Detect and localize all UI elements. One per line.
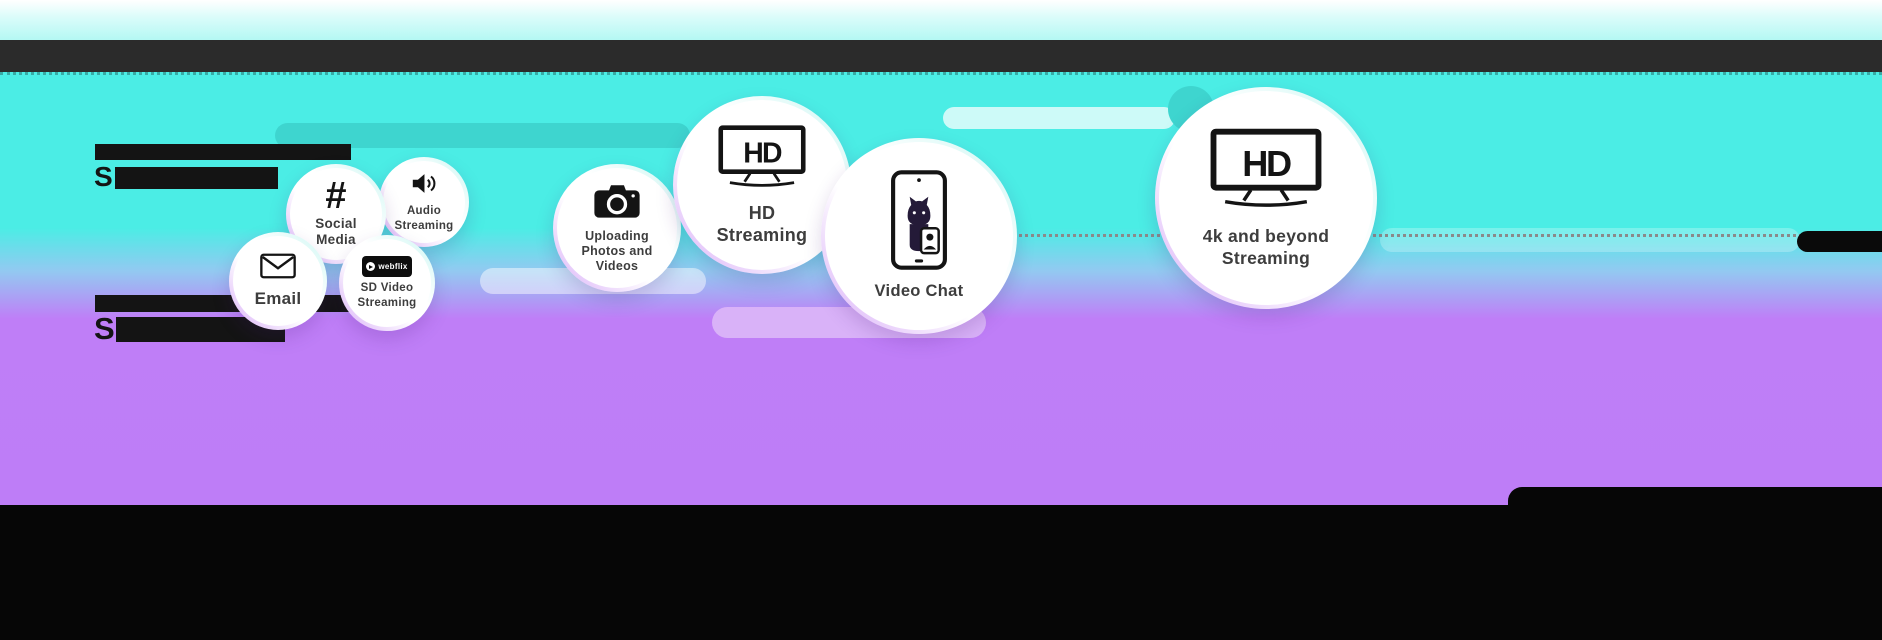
teal-streak-pill — [275, 123, 690, 148]
bubble-sd-video-streaming: webflix SD Video Streaming — [339, 235, 435, 331]
hd-tv-icon: HD — [1207, 127, 1325, 216]
bubble-label: Email — [254, 288, 302, 308]
bubble-label: Audio Streaming — [394, 205, 454, 232]
video-chat-phone-icon — [890, 170, 948, 275]
bubble-email: Email — [229, 232, 327, 330]
bubble-4k-streaming: HD 4k and beyond Streaming — [1155, 87, 1377, 309]
footer-raised-step — [1508, 487, 1882, 509]
redacted-text-bar — [95, 144, 351, 160]
partial-letter: S — [94, 161, 113, 192]
speaker-icon — [410, 171, 438, 201]
bubble-social-media: # Social Media — [286, 164, 386, 264]
top-dark-strip — [0, 40, 1882, 72]
bubble-label: Video Chat — [874, 282, 964, 301]
bottom-black-footer — [0, 505, 1882, 640]
bubble-video-chat: Video Chat — [821, 138, 1017, 334]
redacted-text-bar — [115, 167, 278, 189]
play-icon — [366, 262, 376, 272]
hd-tv-icon: HD — [716, 124, 808, 195]
envelope-icon — [260, 253, 296, 284]
mid-dotted-line — [990, 234, 1880, 237]
right-edge-black-pill — [1797, 231, 1882, 252]
camera-icon — [593, 182, 641, 224]
top-light-band — [0, 0, 1882, 40]
bubble-label: 4k and beyond Streaming — [1202, 226, 1330, 268]
webflix-logo-icon: webflix — [362, 256, 412, 278]
top-dotted-divider — [0, 72, 1882, 75]
white-streak-pill — [943, 107, 1175, 129]
partial-letter: S — [94, 311, 115, 346]
lavender-streak-pill-right — [1380, 228, 1800, 252]
svg-text:HD: HD — [743, 137, 782, 169]
bubble-label: Social Media — [315, 215, 357, 248]
bubble-uploading-photos-videos: Uploading Photos and Videos — [553, 164, 681, 292]
bubble-label: HD Streaming — [716, 202, 808, 245]
bubble-audio-streaming: Audio Streaming — [379, 157, 469, 247]
svg-text:HD: HD — [1242, 143, 1291, 184]
bubble-label: Uploading Photos and Videos — [581, 228, 653, 274]
hashtag-icon: # — [325, 175, 347, 218]
bubble-label: SD Video Streaming — [357, 282, 417, 309]
